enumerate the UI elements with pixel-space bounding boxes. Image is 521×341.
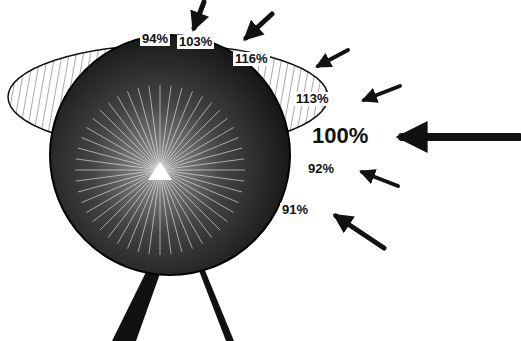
dish-feed (148, 162, 172, 180)
signal-arrow (362, 172, 398, 186)
dish-ray (138, 88, 160, 170)
dish-ray (78, 170, 160, 192)
dish-ray (160, 128, 234, 171)
percent-label: 100% (310, 124, 370, 148)
dish-leg (198, 268, 234, 341)
dish-ray (160, 170, 242, 192)
percent-label: 113% (294, 92, 331, 106)
signal-arrow (402, 133, 519, 141)
dish-ray (160, 85, 161, 170)
dish-ray (76, 170, 160, 181)
percent-label: 92% (306, 162, 336, 176)
dish-ray (118, 96, 161, 170)
signal-arrows (194, 2, 519, 248)
dish-rays (75, 85, 245, 255)
dish-ray (160, 170, 161, 255)
signal-arrow (194, 2, 204, 28)
dish-ray (160, 170, 203, 244)
dish-ray (78, 148, 160, 170)
signal-arrow (364, 86, 400, 100)
percent-label: 116% (233, 52, 270, 66)
dish-leg (112, 268, 162, 341)
signal-arrow (246, 14, 272, 38)
percent-label: 91% (280, 203, 310, 217)
dish-ray (160, 88, 182, 170)
dish-ray (138, 170, 160, 252)
dish-ray (160, 170, 182, 252)
dish-ray (149, 86, 160, 170)
dish-ray (160, 148, 242, 170)
dish-ray (86, 170, 160, 213)
dish-ray (75, 170, 160, 171)
dish-ray (160, 170, 245, 171)
percent-label: 94% (140, 32, 170, 46)
signal-arrow (336, 216, 384, 248)
dish-body (50, 35, 290, 275)
signal-arrow (318, 50, 348, 66)
dish-ray (160, 159, 244, 170)
dish-ray (160, 170, 171, 254)
percent-label: 103% (177, 35, 214, 49)
